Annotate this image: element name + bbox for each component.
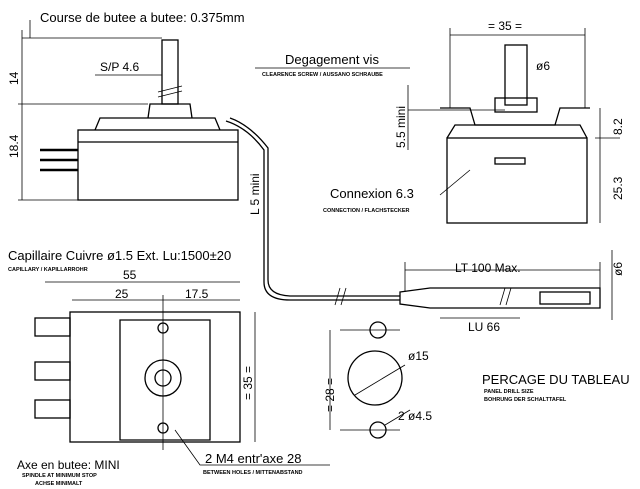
dim-phi4-5: 2 ø4.5 <box>398 409 432 423</box>
dim-14: 14 <box>7 71 21 85</box>
dim-28: = 28 = <box>323 378 337 412</box>
dim-lt: LT 100 Max. <box>455 261 521 275</box>
dim-phi6-bulb: ø6 <box>611 262 625 276</box>
connexion-note: Connexion 6.3 <box>330 186 414 201</box>
dim-18-4: 18.4 <box>7 134 21 158</box>
dim-17-5: 17.5 <box>185 287 209 301</box>
dim-lu: LU 66 <box>468 320 500 334</box>
dim-25-3: 25.3 <box>611 176 625 200</box>
front-view <box>407 28 620 224</box>
percage-sub1: PANEL DRILL SIZE <box>484 389 534 395</box>
dim-35-top: = 35 = <box>488 19 522 33</box>
capillary <box>225 117 512 306</box>
panel-drill <box>329 321 411 439</box>
axe-note: Axe en butee: MINI <box>17 458 120 472</box>
m4-sub: BETWEEN HOLES / MITTENABSTAND <box>203 470 303 476</box>
axe-sub1: SPINDLE AT MINIMUM STOP <box>22 473 97 479</box>
side-view <box>18 20 239 201</box>
stroke-note: Course de butee a butee: 0.375mm <box>40 10 245 25</box>
dim-55: 55 <box>123 268 137 282</box>
dim-sp: S/P 4.6 <box>100 60 139 74</box>
dim-8-2: 8.2 <box>611 118 625 135</box>
bottom-view <box>34 281 330 466</box>
dim-l5: L 5 mini <box>248 173 262 215</box>
dim-35-h: = 35 = <box>241 366 255 400</box>
capillaire-sub: CAPILLARY / KAPILLARROHR <box>8 267 88 273</box>
dim-phi15: ø15 <box>408 349 429 363</box>
dim-phi6-top: ø6 <box>536 59 550 73</box>
capillaire-note: Capillaire Cuivre ø1.5 Ext. Lu:1500±20 <box>8 248 231 263</box>
percage-sub2: BOHRUNG DER SCHALTTAFEL <box>484 397 567 403</box>
m4-note: 2 M4 entr'axe 28 <box>205 451 301 466</box>
degagement-note: Degagement vis <box>285 52 379 67</box>
dim-5-5: 5.5 mini <box>394 106 408 148</box>
bulb <box>399 250 613 320</box>
connexion-sub: CONNECTION / FLACHSTECKER <box>323 208 410 214</box>
dim-25: 25 <box>115 287 129 301</box>
axe-sub2: ACHSE MINIMALT <box>35 481 83 487</box>
percage-note: PERCAGE DU TABLEAU <box>482 372 630 387</box>
degagement-sub: CLEARENCE SCREW / AUSSANO SCHRAUBE <box>262 72 383 78</box>
